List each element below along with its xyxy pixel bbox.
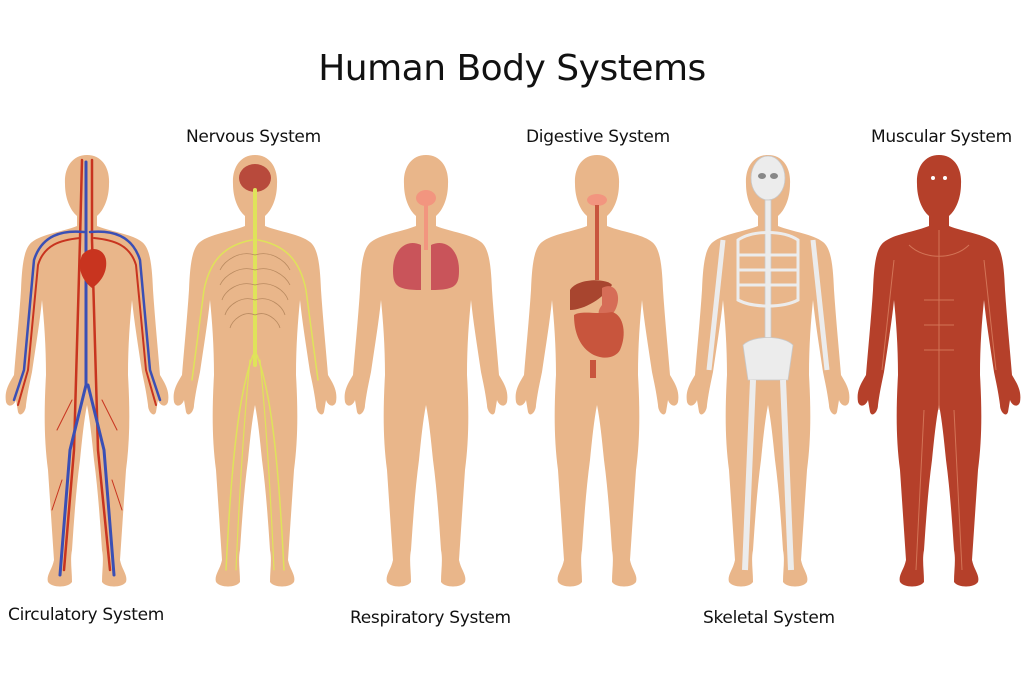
- label-skeletal: Skeletal System: [703, 608, 835, 628]
- label-nervous: Nervous System: [186, 127, 321, 147]
- digestive-figure: [512, 150, 682, 600]
- label-muscular: Muscular System: [871, 127, 1012, 147]
- label-circulatory: Circulatory System: [8, 605, 164, 625]
- nervous-figure: [170, 150, 340, 600]
- muscular-figure: [854, 150, 1024, 600]
- label-respiratory: Respiratory System: [350, 608, 511, 628]
- page-title: Human Body Systems: [318, 48, 706, 89]
- circulatory-figure: [2, 150, 172, 600]
- respiratory-figure: [341, 150, 511, 600]
- label-digestive: Digestive System: [526, 127, 670, 147]
- skeletal-figure: [683, 150, 853, 600]
